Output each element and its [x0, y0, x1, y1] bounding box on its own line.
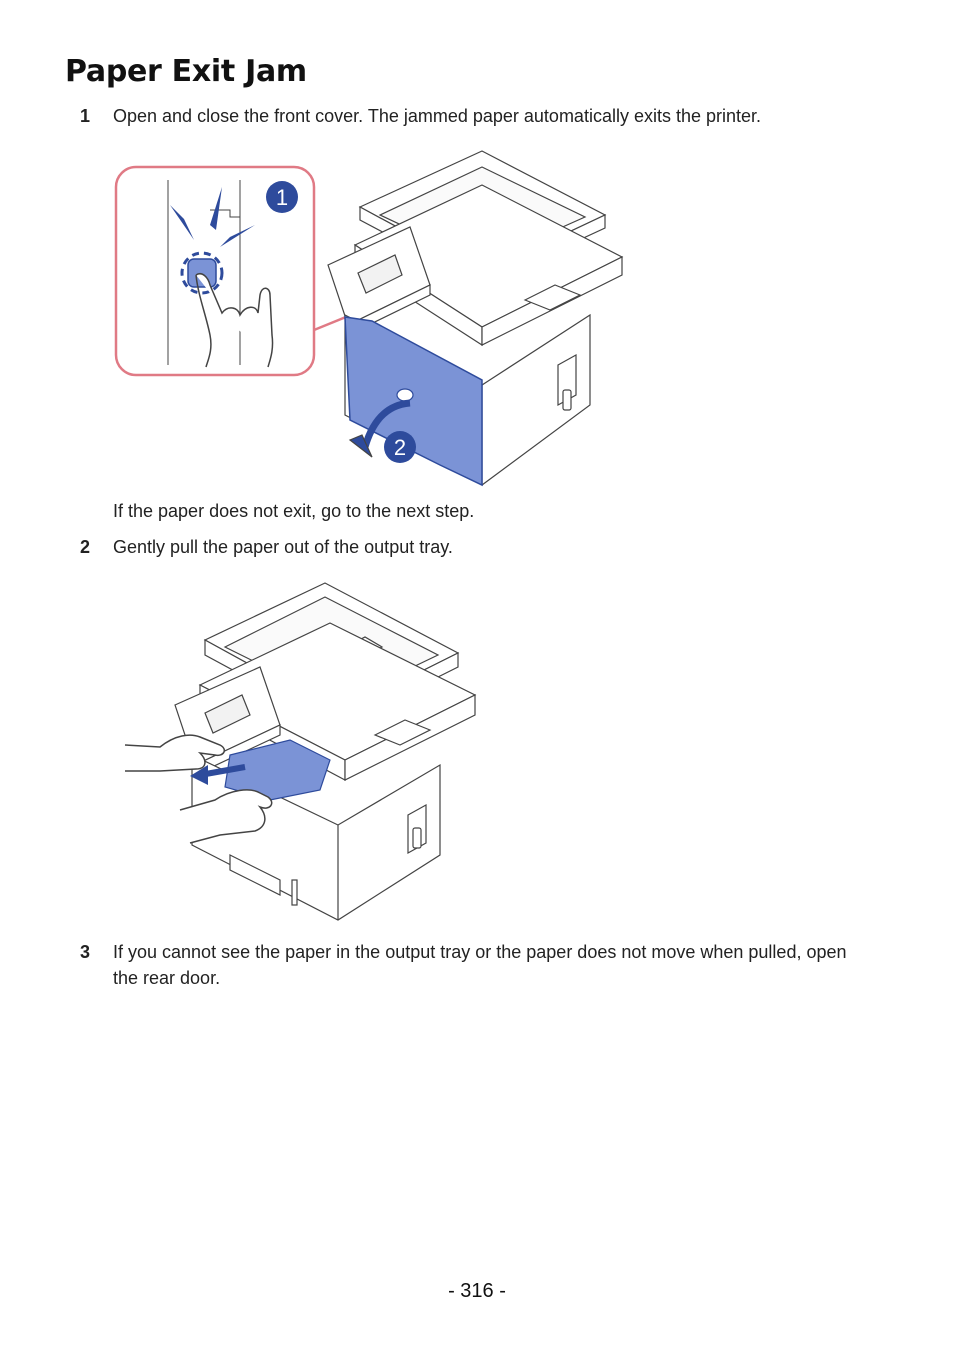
- hand-icon: [195, 273, 274, 368]
- hand-icon: [179, 789, 273, 844]
- step-text: If you cannot see the paper in the outpu…: [113, 942, 847, 988]
- step-number: 2: [80, 537, 91, 557]
- page-number-text: - 316 -: [448, 1280, 506, 1302]
- step-number: 1: [80, 106, 91, 126]
- hand-icon: [124, 734, 226, 772]
- note-after-step-1: If the paper does not exit, go to the ne…: [113, 501, 475, 521]
- page-title: Paper Exit Jam: [65, 54, 307, 89]
- press-ring-icon: [180, 251, 224, 295]
- motion-mark-icon: [220, 225, 255, 247]
- callout-press-button: 1: [114, 165, 348, 377]
- motion-mark-icon: [170, 205, 194, 240]
- callout-number: 2: [394, 435, 406, 460]
- callout-badge-2: [384, 431, 416, 463]
- jammed-paper: [224, 739, 331, 801]
- callout-number: 1: [276, 185, 288, 210]
- motion-mark-icon: [210, 187, 222, 230]
- printer-illustration: [327, 150, 624, 487]
- step-text: Gently pull the paper out of the output …: [113, 537, 453, 557]
- figure-open-front-cover: 1 2: [114, 150, 624, 487]
- page-number: - 316 -: [0, 1280, 954, 1303]
- arrow-icon: [190, 765, 208, 785]
- callout-badge-1: [266, 181, 298, 213]
- step-number: 3: [80, 942, 91, 962]
- arrow-icon: [348, 434, 373, 458]
- figure-pull-paper: [124, 582, 477, 921]
- front-cover: [344, 316, 483, 487]
- step-text: Open and close the front cover. The jamm…: [113, 106, 762, 126]
